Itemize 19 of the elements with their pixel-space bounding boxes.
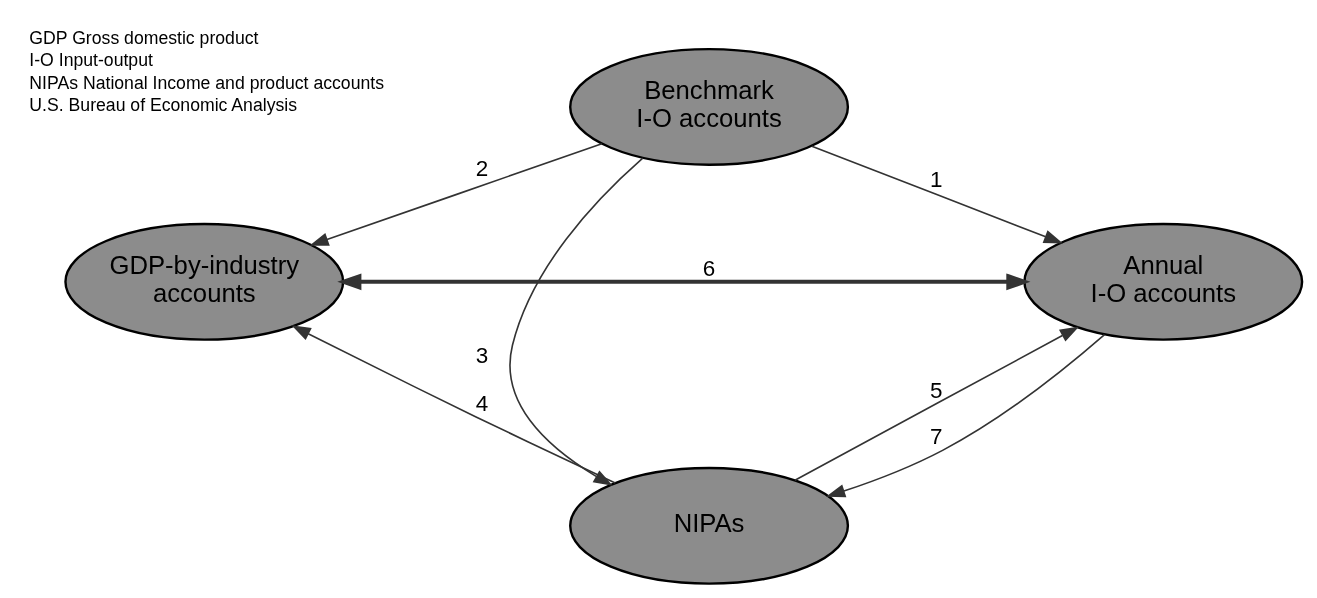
edge-label: 1 xyxy=(929,166,943,192)
arrow xyxy=(825,333,1106,497)
label: U.S. Bureau of Economic Analysis xyxy=(29,94,298,115)
edge-label: 4 xyxy=(475,390,489,416)
edge-label: 5 xyxy=(929,377,943,403)
node-ellipse: Benchmark I-O accounts xyxy=(569,47,850,166)
arrow xyxy=(337,272,1031,290)
arrow xyxy=(309,142,603,246)
label: I-O Input-output xyxy=(29,49,153,70)
label: NIPAs National Income and product accounts xyxy=(29,72,384,93)
edge-label: 3 xyxy=(475,342,489,368)
edge-label: 2 xyxy=(475,155,489,181)
label: GDP Gross domestic product xyxy=(29,27,259,48)
arrow xyxy=(794,326,1080,481)
edge-label: 7 xyxy=(929,423,943,449)
arrow xyxy=(811,144,1064,244)
arrow xyxy=(291,324,617,484)
arrow xyxy=(509,156,644,486)
edge-label: 6 xyxy=(702,255,716,281)
